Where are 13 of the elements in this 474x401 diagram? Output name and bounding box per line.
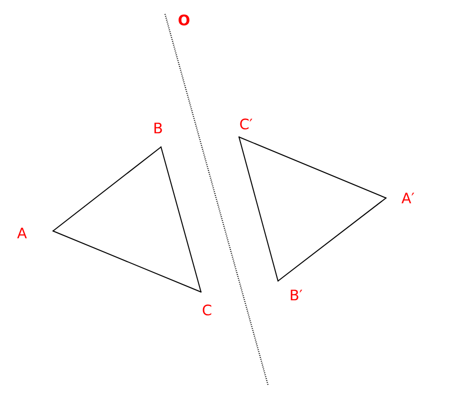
triangle-side [52, 146, 162, 232]
vertex-label: C′ [240, 118, 252, 130]
vertex-label: B [154, 122, 162, 134]
vertex-label: C [202, 304, 212, 316]
vertex-label: B′ [290, 290, 302, 300]
axis-label: O [178, 14, 190, 26]
triangle-side [278, 197, 386, 282]
triangle-side [238, 136, 278, 282]
triangle-side [52, 230, 202, 292]
vertex-label: A [17, 228, 27, 238]
vertex-label: A′ [402, 192, 414, 204]
triangle-side [238, 136, 386, 198]
triangle-side [160, 146, 202, 292]
